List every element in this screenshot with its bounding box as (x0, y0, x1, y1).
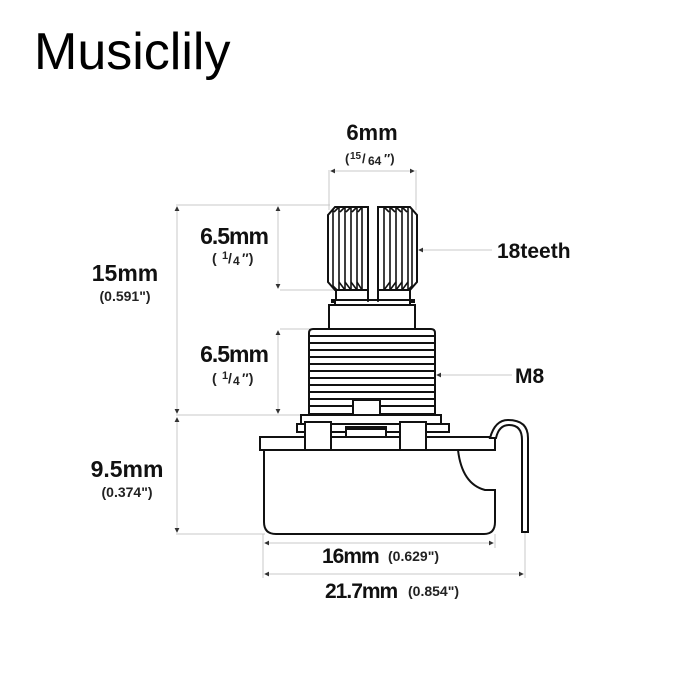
shaft-diameter-metric: 6mm (346, 120, 397, 145)
bushing-length-imperial-num: 1 (222, 370, 228, 382)
dimension-lines (174, 168, 526, 578)
labels: 6mm ( 15 / 64 ″) 15mm (0.591") 6.5mm ( 1… (91, 120, 571, 603)
potentiometer-drawing (259, 206, 529, 535)
knurled-shaft (327, 206, 418, 306)
body-height-imperial: (0.374") (102, 484, 153, 500)
shaft-diameter-paren-open: ( (345, 151, 350, 166)
shaft-diameter-paren-close: ″) (384, 151, 395, 166)
bushing-length-paren-open: ( (212, 370, 217, 386)
upper-height-imperial: (0.591") (100, 288, 151, 304)
body-width-metric: 16mm (322, 545, 379, 568)
body-height-metric: 9.5mm (91, 456, 164, 482)
bushing-length-slash: / (228, 370, 232, 386)
body-can (263, 449, 496, 535)
bushing-length-metric: 6.5mm (200, 341, 268, 367)
overall-width-metric: 21.7mm (325, 580, 398, 603)
thread-callout: M8 (515, 365, 544, 388)
shaft-length-imperial-num: 1 (222, 250, 228, 262)
shaft-sleeve (328, 304, 416, 330)
shaft-length-paren-open: ( (212, 250, 217, 266)
shaft-length-metric: 6.5mm (200, 223, 268, 249)
shaft-diameter-imperial-num: 15 (350, 151, 362, 162)
solder-lug (488, 418, 529, 533)
upper-height-metric: 15mm (92, 260, 158, 286)
shaft-diameter-fraction-slash: / (362, 151, 366, 166)
spline-callout: 18teeth (497, 240, 571, 263)
overall-width-imperial: (0.854") (408, 583, 459, 599)
shaft-length-paren-close: ″) (242, 250, 253, 266)
brand-title: Musiclily (34, 23, 231, 81)
bushing-length-imperial-den: 4 (233, 374, 240, 388)
body-width-imperial: (0.629") (388, 548, 439, 564)
bushing-length-paren-close: ″) (242, 370, 253, 386)
shaft-length-imperial-den: 4 (233, 254, 240, 268)
mounting-plate (259, 414, 496, 451)
shaft-diameter-imperial-den: 64 (368, 154, 382, 168)
shaft-length-slash: / (228, 250, 232, 266)
threaded-bushing (308, 328, 436, 428)
